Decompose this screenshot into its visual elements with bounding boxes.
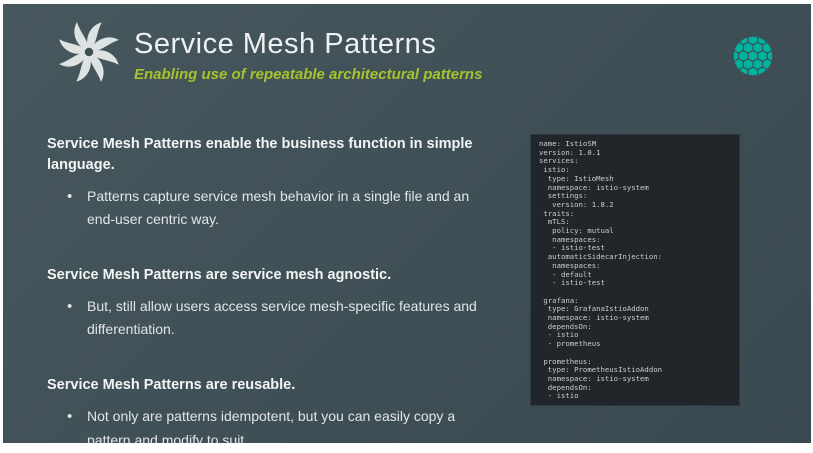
hexagon-mesh-icon [733, 36, 773, 76]
bullet-item: Not only are patterns idempotent, but yo… [61, 405, 492, 443]
yaml-code-panel: name: IstioSM version: 1.0.1 services: i… [531, 135, 739, 405]
bullet-list: Not only are patterns idempotent, but yo… [47, 405, 492, 443]
bullet-list: But, still allow users access service me… [47, 295, 492, 341]
title-block: Service Mesh Patterns Enabling use of re… [134, 28, 482, 83]
content-column: Service Mesh Patterns enable the busines… [47, 134, 492, 443]
section-simple-language: Service Mesh Patterns enable the busines… [47, 134, 492, 231]
section-agnostic: Service Mesh Patterns are service mesh a… [47, 265, 492, 341]
section-heading: Service Mesh Patterns are reusable. [47, 377, 296, 394]
section-heading: Service Mesh Patterns are service mesh a… [47, 267, 392, 284]
swirl-pattern-logo-icon [58, 21, 120, 83]
page-subtitle: Enabling use of repeatable architectural… [134, 66, 483, 83]
slide: Service Mesh Patterns Enabling use of re… [3, 4, 811, 443]
section-heading: Service Mesh Patterns enable the busines… [47, 136, 473, 174]
bullet-list: Patterns capture service mesh behavior i… [47, 185, 492, 231]
page-title: Service Mesh Patterns [134, 28, 437, 60]
bullet-item: Patterns capture service mesh behavior i… [61, 185, 492, 231]
yaml-code-text: name: IstioSM version: 1.0.1 services: i… [539, 139, 663, 401]
bullet-item: But, still allow users access service me… [61, 295, 492, 341]
section-reusable: Service Mesh Patterns are reusable. Not … [47, 375, 492, 443]
